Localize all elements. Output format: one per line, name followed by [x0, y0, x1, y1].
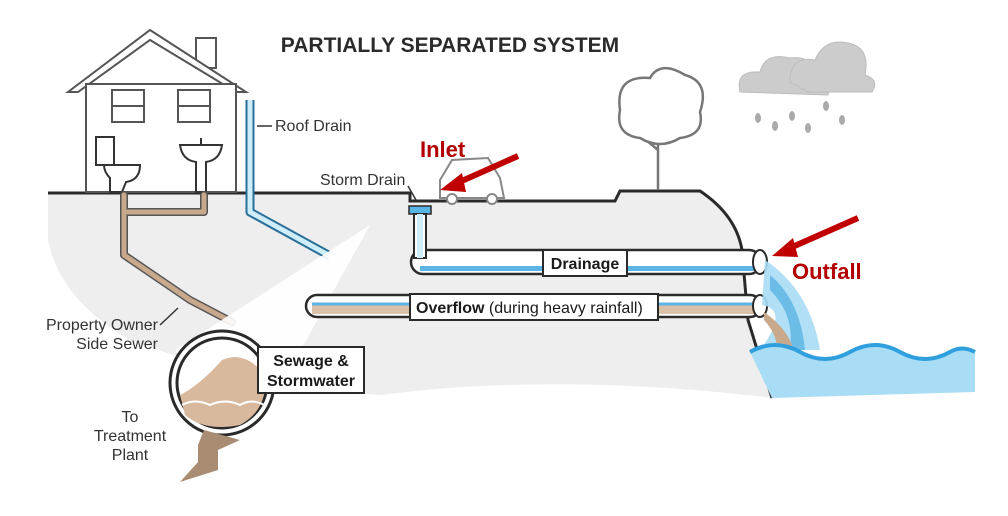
inlet-label: Inlet — [420, 137, 466, 162]
tree-icon — [617, 67, 705, 190]
drainage-label-box — [542, 249, 628, 277]
storm-drain — [408, 205, 432, 259]
storm-drain-label: Storm Drain — [320, 172, 405, 189]
overflow-label-note: (during heavy rainfall) — [484, 300, 642, 317]
property-owner-label-line1: Property Owner — [46, 317, 159, 334]
inlet-arrow — [440, 153, 520, 192]
house-icon — [65, 28, 250, 193]
combined-pipe-cross-section — [168, 329, 276, 437]
overflow-label-box — [409, 293, 659, 321]
outfall-label: Outfall — [792, 259, 862, 284]
treatment-label-line1: To — [122, 409, 139, 426]
diagram-title: PARTIALLY SEPARATED SYSTEM — [281, 34, 619, 57]
drainage-label: Drainage — [551, 256, 620, 273]
overflow-label-main: Overflow — [416, 300, 485, 317]
treatment-label-line3: Plant — [112, 447, 149, 464]
sewage-label-box — [257, 346, 365, 394]
receiving-water — [750, 345, 975, 398]
outfall-arrow — [772, 215, 860, 257]
toilet-icon — [95, 136, 142, 193]
property-owner-label-line2: Side Sewer — [76, 336, 158, 353]
sewage-label-line2: Stormwater — [267, 373, 355, 390]
roof-drain-label: Roof Drain — [275, 118, 351, 135]
rain-drops-icon — [755, 101, 845, 133]
cloud-icon — [738, 41, 876, 96]
outfall-water — [760, 260, 820, 355]
sewage-label-line1: Sewage & — [273, 353, 349, 370]
overflow-label: Overflow (during heavy rainfall) — [416, 300, 643, 317]
treatment-flow-arrow — [180, 430, 240, 482]
treatment-label-line2: Treatment — [94, 428, 167, 445]
